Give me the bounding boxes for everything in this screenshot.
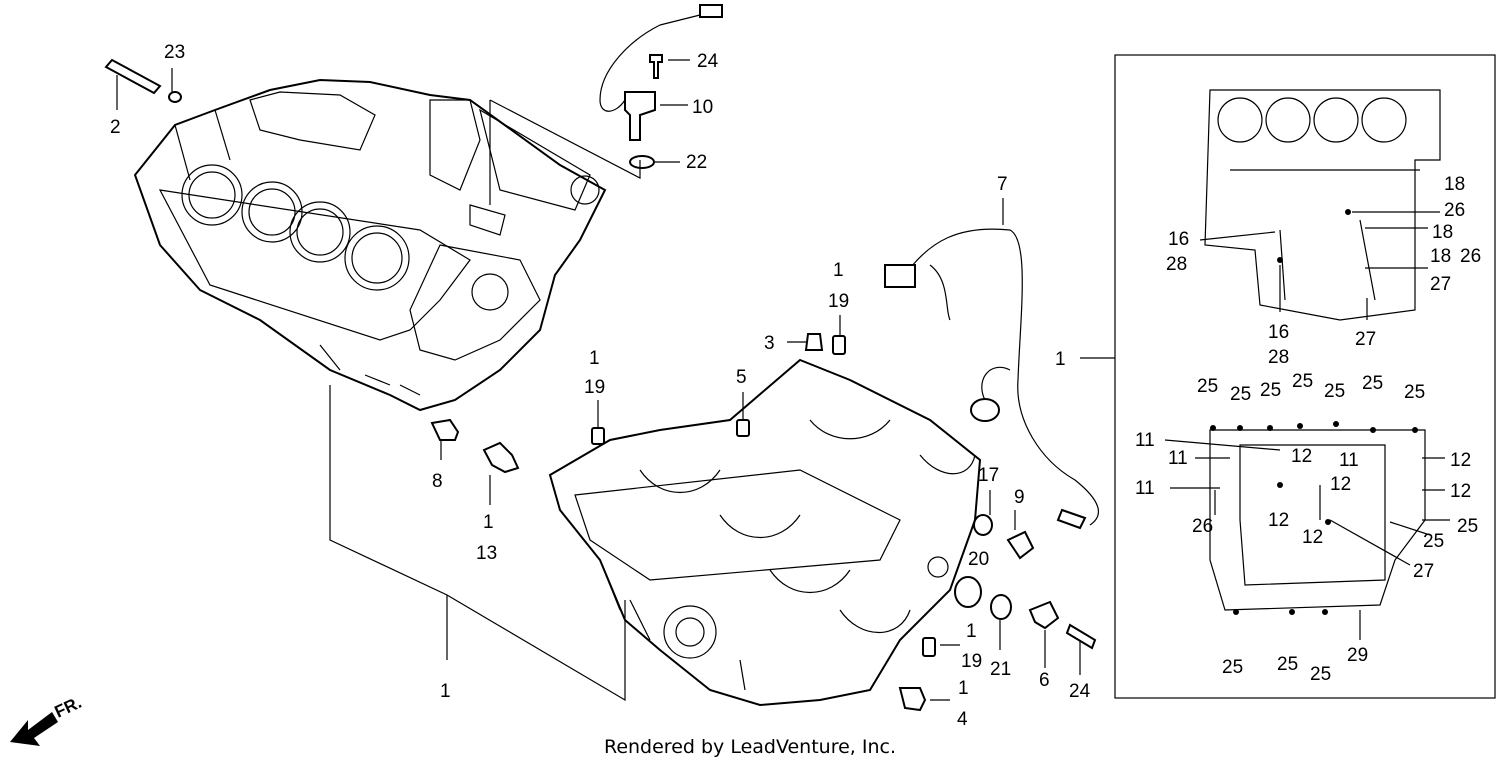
inset-box <box>1114 54 1496 699</box>
callout: 4 <box>957 709 968 730</box>
callout: 22 <box>686 152 707 173</box>
callout: 16 <box>1268 322 1289 343</box>
callout: 12 <box>1302 527 1323 548</box>
callout: 16 <box>1168 229 1189 250</box>
callout: 26 <box>1444 200 1465 221</box>
callout: 24 <box>1069 681 1091 702</box>
callout: 10 <box>692 97 713 118</box>
callout: 9 <box>1014 487 1025 508</box>
callout: 25 <box>1230 384 1251 405</box>
callout: 12 <box>1450 481 1471 502</box>
callout: 17 <box>978 465 999 486</box>
callout: 12 <box>1450 450 1471 471</box>
callout: 25 <box>1404 382 1425 403</box>
callout: 25 <box>1423 531 1444 552</box>
callout: 25 <box>1457 516 1478 537</box>
callout: 25 <box>1222 657 1243 678</box>
callout: 19 <box>584 377 605 398</box>
front-direction-arrow: FR. <box>10 693 85 746</box>
lower-crankcase <box>548 358 982 707</box>
callout: 21 <box>990 659 1011 680</box>
callout: 11 <box>1135 478 1155 499</box>
callout: 25 <box>1277 654 1298 675</box>
callout: 27 <box>1355 329 1376 350</box>
callout: 11 <box>1135 430 1155 451</box>
callout: 6 <box>1039 670 1050 691</box>
callout: 27 <box>1413 561 1434 582</box>
callout: 3 <box>764 333 775 354</box>
callout: 18 <box>1444 174 1465 195</box>
callout: 27 <box>1430 274 1451 295</box>
render-credit: Rendered by LeadVenture, Inc. <box>604 736 896 758</box>
callout: 12 <box>1330 474 1351 495</box>
callout: 8 <box>432 471 443 492</box>
callout: 29 <box>1347 645 1368 666</box>
callout: 18 <box>1430 246 1451 267</box>
leader-lines <box>116 59 1115 702</box>
callout: 11 <box>1339 450 1359 471</box>
callout: 20 <box>968 549 989 570</box>
callout: 25 <box>1260 380 1281 401</box>
callout: 25 <box>1362 373 1383 394</box>
callout: 11 <box>1168 448 1188 469</box>
callout: 1 <box>483 512 494 533</box>
callout: 18 <box>1432 222 1453 243</box>
callout: 25 <box>1197 376 1218 397</box>
callout: 28 <box>1268 347 1289 368</box>
callout: 26 <box>1192 516 1213 537</box>
callout: 19 <box>828 291 849 312</box>
callout: 19 <box>961 651 982 672</box>
callout: 1 <box>440 681 451 702</box>
callout: 13 <box>476 543 497 564</box>
callout: 23 <box>164 42 185 63</box>
callout: 25 <box>1310 664 1331 685</box>
callout: 28 <box>1166 254 1187 275</box>
callout: 25 <box>1324 381 1345 402</box>
callout: 5 <box>736 367 747 388</box>
callout: 1 <box>966 621 977 642</box>
callout: 2 <box>110 117 121 138</box>
callout: 1 <box>958 678 969 699</box>
small-parts <box>104 4 1099 712</box>
callout: 7 <box>997 174 1008 195</box>
callout: 26 <box>1460 246 1481 267</box>
callout: 1 <box>589 348 600 369</box>
callout: 25 <box>1292 371 1313 392</box>
callout-labels: 23 2 24 10 22 7 1 19 3 1 19 5 8 1 13 17 … <box>110 42 1481 730</box>
front-marker-label: FR. <box>52 693 85 722</box>
callout: 12 <box>1268 510 1289 531</box>
callout: 24 <box>697 51 719 72</box>
callout: 12 <box>1291 446 1312 467</box>
upper-crankcase <box>133 78 607 412</box>
callout: 1 <box>833 260 844 281</box>
callout: 1 <box>1055 349 1066 370</box>
